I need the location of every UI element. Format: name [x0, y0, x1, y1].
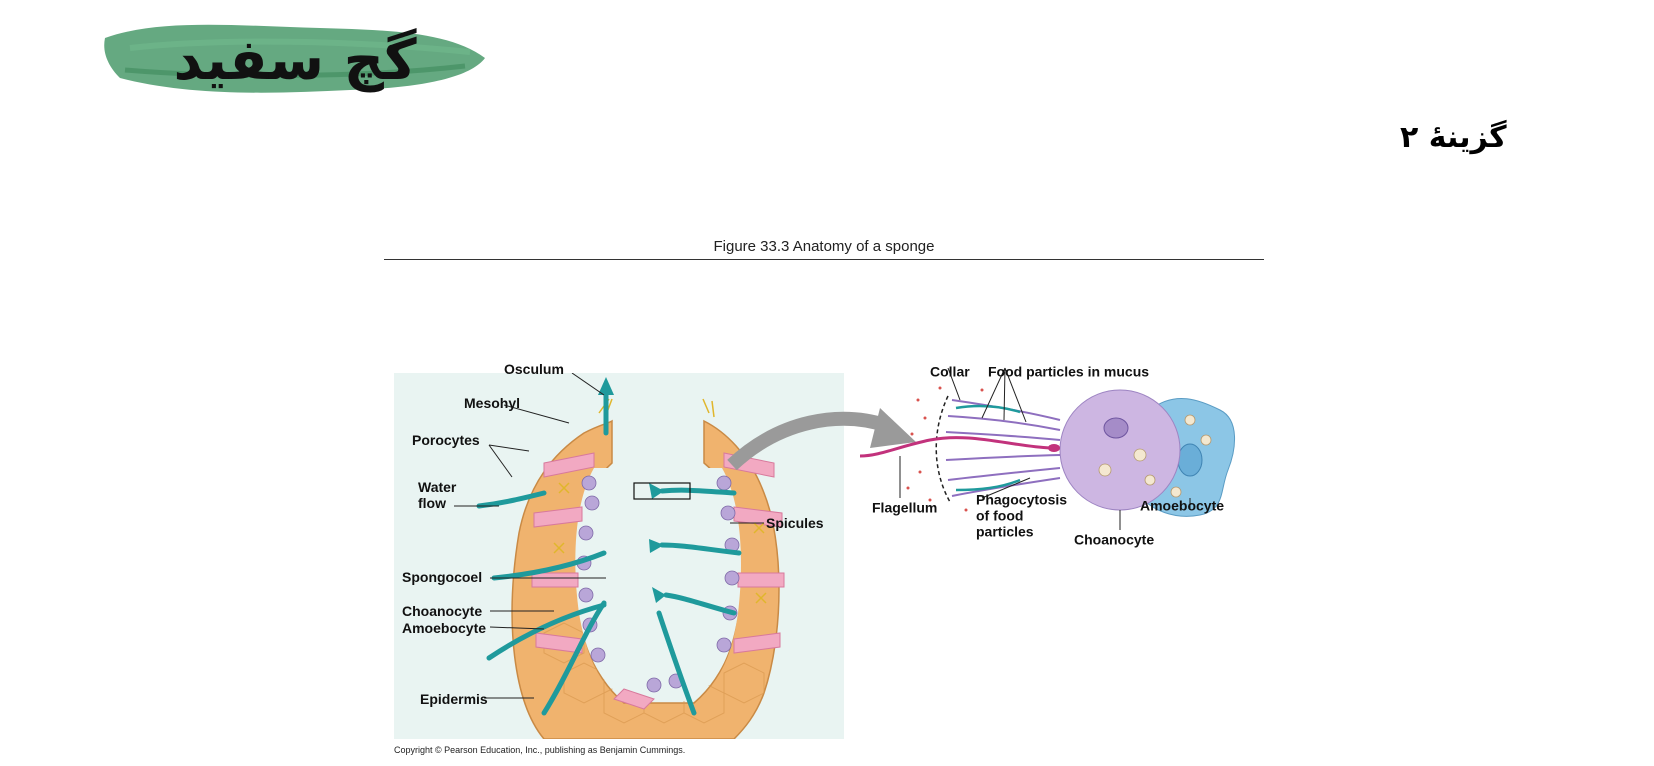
collar-outline — [935, 395, 951, 503]
porocytes-pores — [531, 452, 785, 710]
label-choanocyte: Choanocyte — [402, 603, 483, 619]
choanocyte-nucleus — [1103, 417, 1129, 439]
choanocyte-cells — [576, 475, 740, 693]
sponge-body-wall — [511, 419, 780, 740]
label-flagellum: Flagellum — [872, 500, 937, 516]
label-mesohyl: Mesohyl — [464, 395, 521, 411]
epidermis-texture — [543, 622, 765, 724]
zoom-box — [633, 482, 691, 500]
sponge-illustration — [454, 372, 785, 740]
answer-text: گزینهٔ ۲ — [1400, 120, 1507, 155]
label-water-flow-2: flow — [418, 495, 446, 511]
choanocyte-detail-illustration: Collar Food particles in mucus Flagellum… — [727, 364, 1236, 548]
magnify-arrow — [727, 411, 891, 471]
food-vacuoles — [1098, 414, 1212, 498]
label-amoebocyte: Amoebocyte — [402, 620, 487, 636]
logo-text: گچ سفید — [173, 27, 417, 93]
logo-brush — [104, 24, 485, 93]
collar-microvilli — [945, 399, 1061, 497]
label-porocytes: Porocytes — [412, 432, 480, 448]
label-phagocytosis-2: of food — [976, 508, 1023, 524]
label-choanocyte-detail: Choanocyte — [1074, 532, 1154, 548]
label-collar: Collar — [930, 364, 970, 380]
water-flow-arrows — [476, 390, 742, 716]
copyright-text: Copyright © Pearson Education, Inc., pub… — [394, 745, 686, 755]
amoebocyte-nucleus — [1177, 443, 1203, 477]
cell-flow-arrows — [955, 404, 1021, 492]
label-food-particles: Food particles in mucus — [988, 364, 1149, 380]
spongocoel-cavity — [575, 468, 741, 701]
figure-title-rule — [384, 259, 1264, 260]
label-water-flow-1: Water — [418, 479, 457, 495]
food-particle-dots — [906, 386, 984, 512]
figure-title: Figure 33.3 Anatomy of a sponge — [713, 238, 935, 255]
label-osculum: Osculum — [504, 361, 564, 377]
label-phagocytosis-1: Phagocytosis — [976, 492, 1067, 508]
basal-body — [1048, 444, 1060, 452]
flow-arrowheads — [598, 377, 666, 603]
label-spicules: Spicules — [766, 515, 824, 531]
label-amoebocyte-detail: Amoebocyte — [1140, 498, 1224, 514]
sponge-anatomy-panel: Osculum Mesohyl Porocytes Water flow Spi… — [394, 361, 844, 740]
label-leader-lines — [454, 372, 764, 699]
label-epidermis: Epidermis — [420, 691, 488, 707]
magnify-arrowhead — [870, 408, 916, 448]
label-spongocoel: Spongocoel — [402, 569, 483, 585]
logo: گچ سفید — [100, 8, 490, 112]
flagellum — [859, 436, 1051, 458]
cell-label-leader-lines — [899, 367, 1191, 530]
label-phagocytosis-3: particles — [976, 524, 1034, 540]
choanocyte-body — [1059, 389, 1181, 511]
